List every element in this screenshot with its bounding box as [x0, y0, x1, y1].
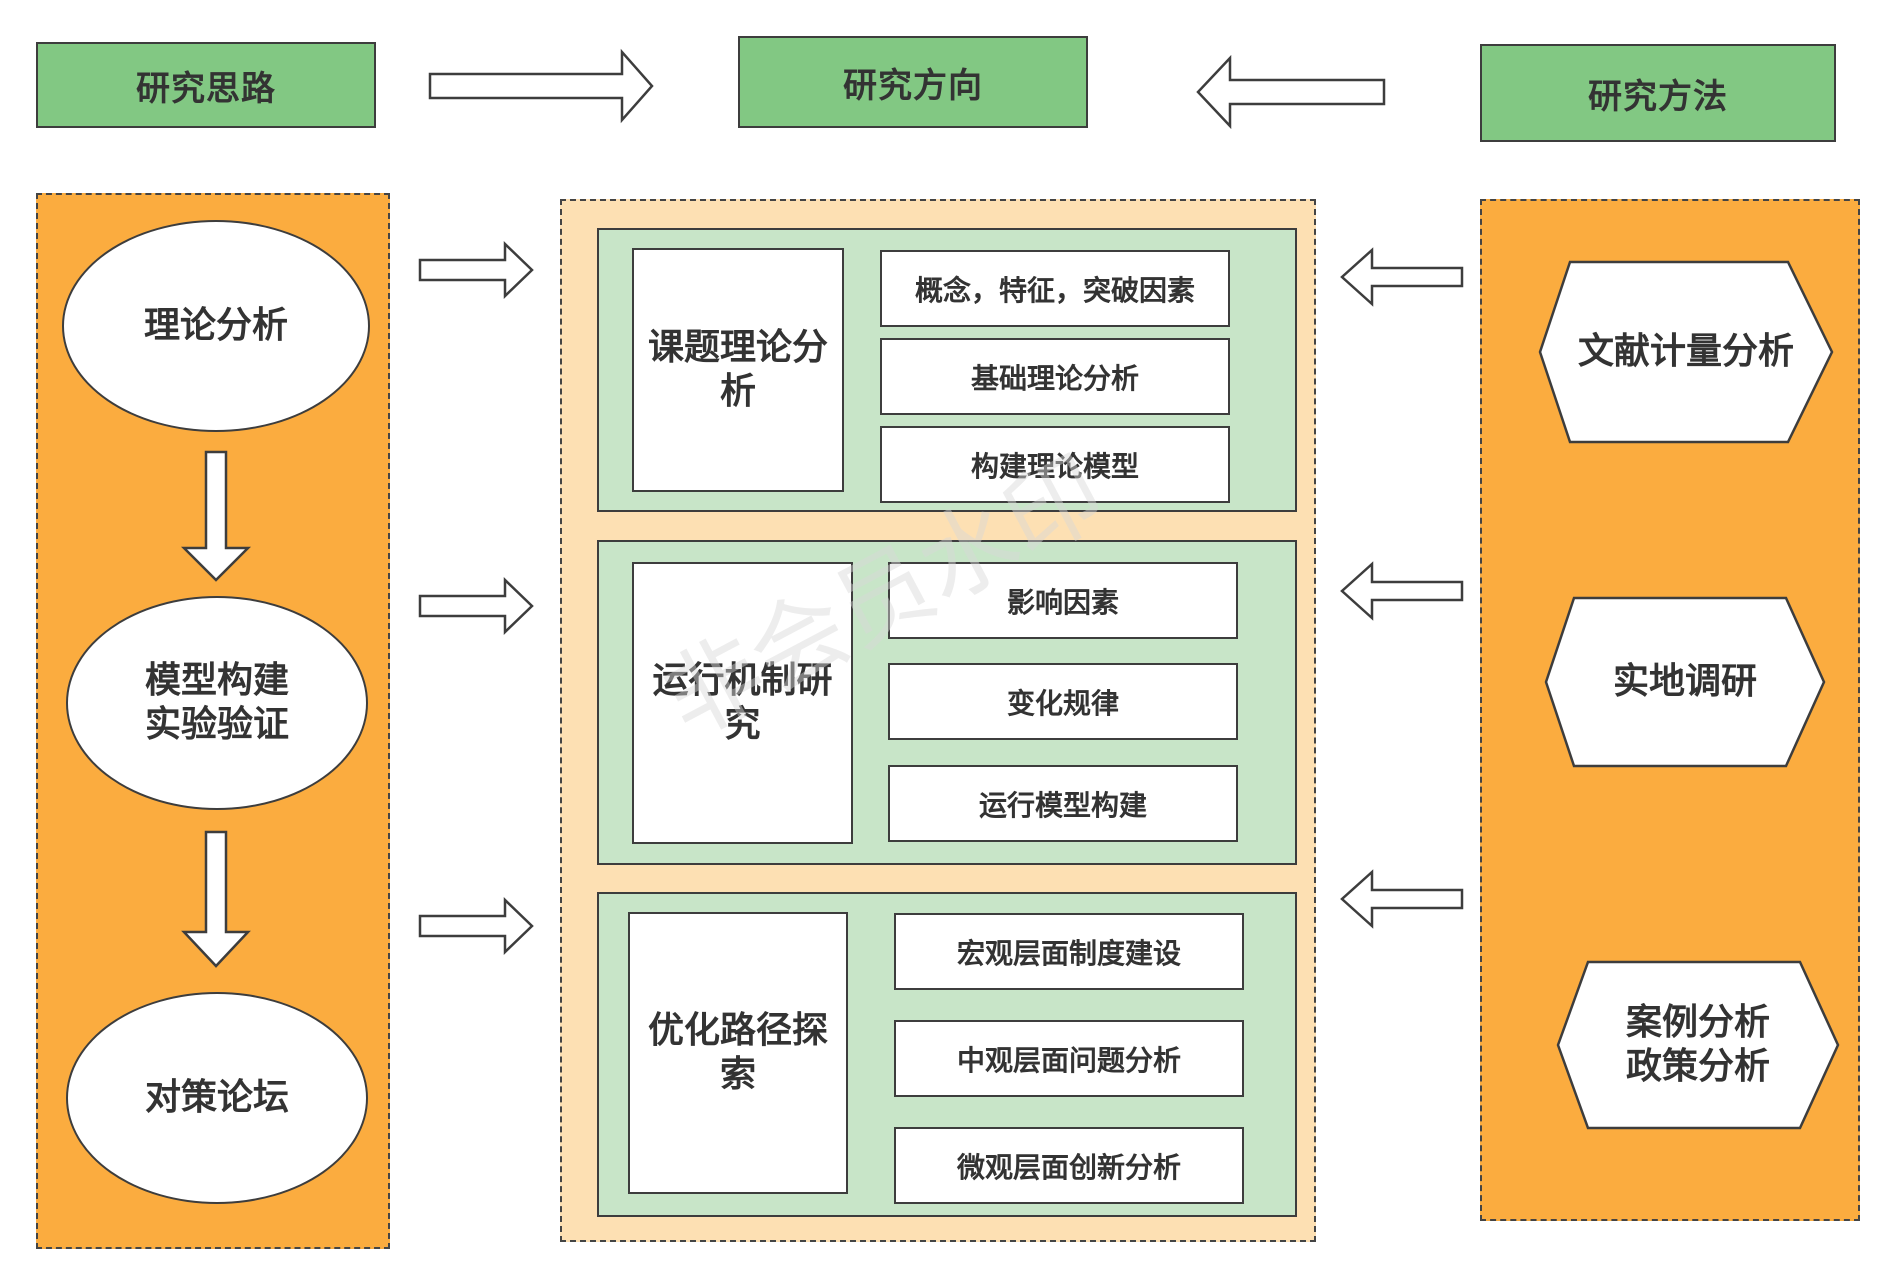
- item-change-patterns-label: 变化规律: [1006, 686, 1119, 720]
- arrow-left-to-panel-2: [418, 577, 534, 635]
- item-macro-institution: 宏观层面制度建设: [894, 913, 1244, 990]
- hexagon-bibliometric: [1538, 260, 1834, 444]
- step-countermeasure-forum-label: 对策论坛: [144, 1077, 289, 1118]
- item-macro-institution-label: 宏观层面制度建设: [956, 936, 1181, 970]
- arrow-left-to-panel-1: [418, 241, 534, 299]
- item-micro-innovation-label: 微观层面创新分析: [956, 1150, 1181, 1184]
- panel-mechanism-research-title: 运行机制研 究: [632, 562, 853, 844]
- step-theory-analysis: 理论分析: [62, 220, 370, 432]
- item-change-patterns: 变化规律: [888, 663, 1238, 740]
- step-model-building: 模型构建 实验验证: [66, 596, 368, 810]
- item-operation-model-label: 运行模型构建: [978, 788, 1147, 822]
- step-countermeasure-forum: 对策论坛: [66, 992, 368, 1204]
- item-theory-model-label: 构建理论模型: [970, 449, 1139, 483]
- step-model-building-label: 模型构建 实验验证: [144, 660, 289, 745]
- arrow-method-to-direction: [1196, 54, 1386, 130]
- item-concept-features-label: 概念，特征，突破因素: [914, 273, 1195, 307]
- header-research-direction-label: 研究方向: [843, 65, 983, 106]
- arrow-right-to-panel-1: [1340, 247, 1464, 307]
- arrow-idea-to-direction: [428, 48, 654, 124]
- item-influencing-factors-label: 影响因素: [1006, 585, 1119, 619]
- header-research-direction: 研究方向: [738, 36, 1088, 128]
- panel-mechanism-research-title-label: 运行机制研 究: [652, 660, 833, 745]
- item-theory-model: 构建理论模型: [880, 426, 1230, 503]
- arrow-step-1-to-2: [180, 450, 252, 582]
- item-basic-theory-label: 基础理论分析: [970, 361, 1139, 395]
- item-influencing-factors: 影响因素: [888, 562, 1238, 639]
- header-research-method: 研究方法: [1480, 44, 1836, 142]
- panel-optimization-path-title: 优化路径探 索: [628, 912, 848, 1194]
- step-theory-analysis-label: 理论分析: [143, 305, 288, 346]
- item-operation-model: 运行模型构建: [888, 765, 1238, 842]
- panel-theory-research-title-label: 课题理论分 析: [647, 327, 828, 412]
- item-basic-theory: 基础理论分析: [880, 338, 1230, 415]
- panel-optimization-path-title-label: 优化路径探 索: [647, 1010, 828, 1095]
- item-concept-features: 概念，特征，突破因素: [880, 250, 1230, 327]
- header-research-idea: 研究思路: [36, 42, 376, 128]
- item-micro-innovation: 微观层面创新分析: [894, 1127, 1244, 1204]
- header-research-idea-label: 研究思路: [136, 68, 276, 109]
- arrow-step-2-to-3: [181, 830, 251, 968]
- arrow-right-to-panel-3: [1340, 869, 1464, 929]
- panel-theory-research-title: 课题理论分 析: [632, 248, 844, 492]
- hexagon-case-policy: [1556, 960, 1840, 1130]
- header-research-method-label: 研究方法: [1588, 76, 1728, 117]
- item-meso-problem: 中观层面问题分析: [894, 1020, 1244, 1097]
- arrow-left-to-panel-3: [418, 897, 534, 955]
- item-meso-problem-label: 中观层面问题分析: [956, 1043, 1181, 1077]
- arrow-right-to-panel-2: [1340, 561, 1464, 621]
- hexagon-field-research: [1544, 596, 1826, 768]
